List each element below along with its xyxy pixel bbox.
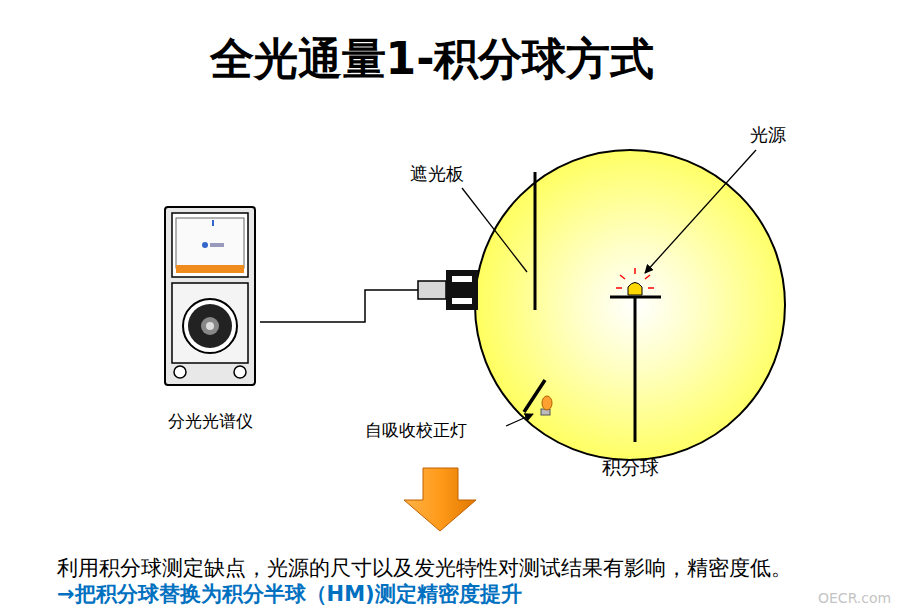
fiber-connector (418, 270, 478, 310)
integrating-sphere (475, 150, 785, 460)
part-label: 光源 (750, 123, 786, 147)
correction-lamp (524, 380, 552, 415)
part-label: 自吸收校正灯 (365, 419, 467, 442)
leader-line (645, 150, 756, 273)
light-source (610, 268, 661, 442)
note-text: 利用积分球测定缺点，光源的尺寸以及发光特性对测试结果有影响，精密度低。 (57, 554, 792, 582)
baffle (534, 172, 537, 310)
down-arrow (404, 468, 476, 531)
leader-line (506, 414, 533, 426)
spectrometer (165, 207, 255, 385)
title: 全光通量1-积分球方式 (0, 30, 864, 89)
node-label: 分光光谱仪 (160, 410, 260, 433)
leader-line (462, 188, 527, 272)
sphere-node: 积分球 (475, 150, 785, 485)
node-label: 积分球 (475, 455, 785, 481)
spectrometer-node: 分光光谱仪 (160, 205, 260, 437)
part-label: 遮光板 (410, 162, 464, 186)
watermark: OECR.com (818, 590, 891, 606)
conclusion-text: →把积分球替换为积分半球（HM)测定精密度提升 (57, 580, 522, 608)
